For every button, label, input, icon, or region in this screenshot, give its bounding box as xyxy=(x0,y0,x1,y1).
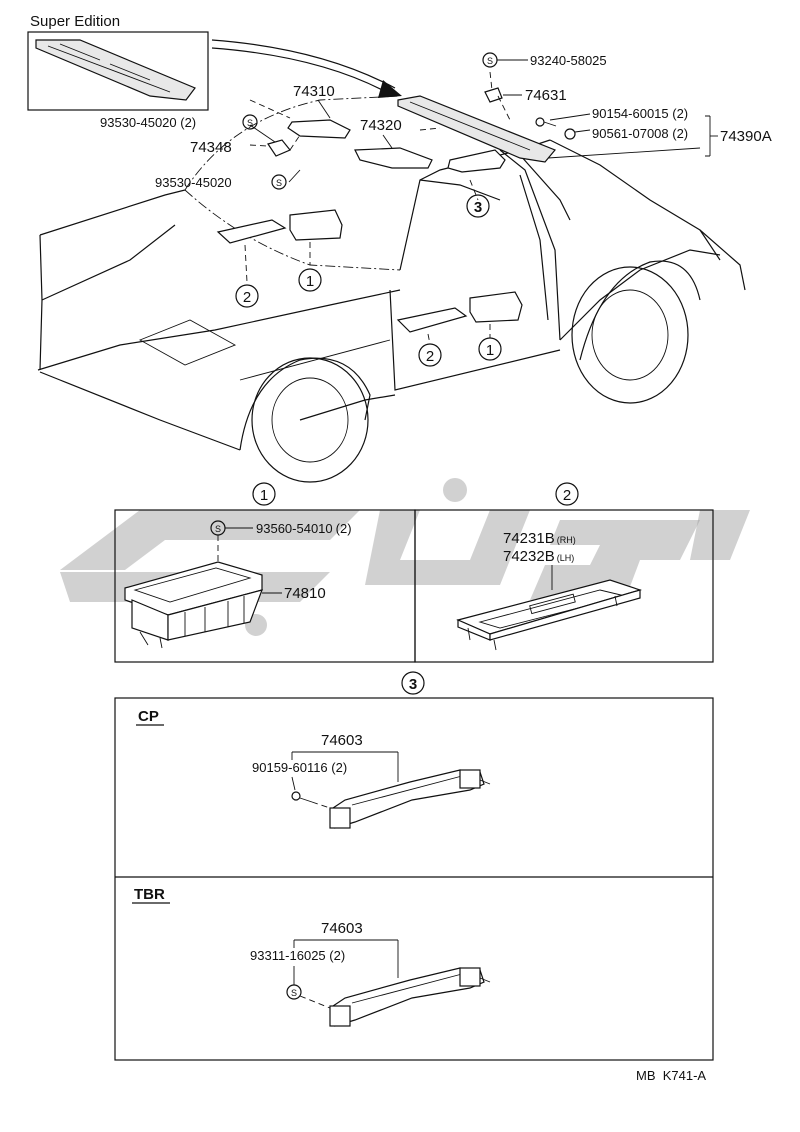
part-93530-45020-qty2: 93530-45020 (2) xyxy=(100,115,196,130)
part-74310: 74310 xyxy=(293,83,335,100)
part-90159-60116: 90159-60116 (2) xyxy=(252,760,347,775)
diagram-code: MB K741-A xyxy=(636,1068,706,1083)
roof-parts xyxy=(249,71,718,201)
super-edition-label: Super Edition xyxy=(30,13,120,30)
part-74810: 74810 xyxy=(284,585,326,602)
part-74231B: 74231B(RH) xyxy=(503,530,576,547)
part-74390A: 74390A xyxy=(720,128,772,145)
top-callouts: 3 1 2 1 2 xyxy=(235,194,502,367)
detail-1: 1 S 93560-54010(2) 74810 xyxy=(114,482,416,663)
part-93530-45020: 93530-45020 xyxy=(155,175,232,190)
detail-1-callout: 1 xyxy=(260,487,268,504)
detail-3: 3 CP 74603 90159-60116 (2) TBR 74603 933… xyxy=(114,671,714,1061)
callout-3-roof: 3 xyxy=(474,199,482,216)
installed-parts xyxy=(216,209,523,345)
inset-arrow xyxy=(211,39,396,89)
tbr-part-74603: 74603 xyxy=(321,920,363,937)
screw-symbol: S xyxy=(215,524,221,534)
part-74320: 74320 xyxy=(360,117,402,134)
screw-symbol: S xyxy=(247,118,253,128)
part-74348: 74348 xyxy=(190,139,232,156)
detail-2-callout: 2 xyxy=(563,487,571,504)
top-part-labels: S 93240-58025 74631 74310 74320 93530-45… xyxy=(100,52,772,190)
part-93311-16025: 93311-16025 (2) xyxy=(250,948,345,963)
part-93560-54010: 93560-54010(2) xyxy=(256,521,352,536)
callout-1-door: 1 xyxy=(486,342,494,359)
part-74232B: 74232B(LH) xyxy=(503,548,574,565)
callout-2-door: 2 xyxy=(426,348,434,365)
screw-symbol: S xyxy=(487,56,493,66)
section-tbr-label: TBR xyxy=(134,886,165,903)
detail-2: 2 74231B(RH) 74232B(LH) xyxy=(414,482,714,663)
screw-symbol: S xyxy=(291,988,297,998)
callout-1-roof: 1 xyxy=(306,273,314,290)
super-edition-inset: Super Edition xyxy=(27,13,209,111)
arrow-head xyxy=(378,80,402,98)
part-90561-07008: 90561-07008 (2) xyxy=(592,126,688,141)
cp-part-74603: 74603 xyxy=(321,732,363,749)
screw-symbol: S xyxy=(276,178,282,188)
callout-2-roof: 2 xyxy=(243,289,251,306)
part-90154-60015: 90154-60015 (2) xyxy=(592,106,688,121)
detail-3-callout: 3 xyxy=(409,676,417,693)
car-illustration xyxy=(37,95,746,483)
part-74631: 74631 xyxy=(525,87,567,104)
section-cp-label: CP xyxy=(138,708,159,725)
part-93240-58025: 93240-58025 xyxy=(530,53,607,68)
